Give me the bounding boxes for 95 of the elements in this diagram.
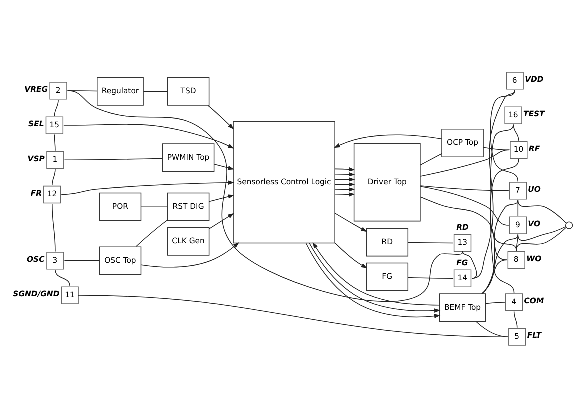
node-box: BEMF Top <box>439 293 486 322</box>
connector <box>514 310 518 328</box>
arrow <box>208 104 234 130</box>
node-label: SGND/GND <box>13 289 60 298</box>
node-box: CLK Gen <box>167 226 210 256</box>
connector <box>78 294 509 337</box>
arrow <box>334 182 356 186</box>
node-box: TSD <box>167 76 210 106</box>
connector <box>420 185 510 191</box>
connector <box>483 146 510 150</box>
node-box: 16 <box>504 106 522 124</box>
connector <box>54 134 56 151</box>
connector <box>472 89 516 278</box>
node-label: OSC <box>27 254 45 264</box>
connector <box>490 124 515 294</box>
node-box: 6 <box>506 72 524 90</box>
node-box: 5 <box>508 328 526 346</box>
node-box: OCP Top <box>442 128 484 157</box>
connector <box>52 203 56 252</box>
node-box: 8 <box>508 250 526 268</box>
connector <box>67 90 464 302</box>
arrow <box>61 180 235 195</box>
node-label: RD <box>456 222 469 232</box>
connector <box>482 199 519 294</box>
connector <box>482 234 519 294</box>
connector <box>408 242 454 244</box>
connector <box>64 260 100 261</box>
node-label: FLT <box>527 330 542 340</box>
connector <box>518 199 567 224</box>
node-label: FR <box>30 188 42 198</box>
node-label: UO <box>528 184 541 194</box>
connector <box>486 302 506 304</box>
node-label: VREG <box>24 84 48 94</box>
node-box: 9 <box>509 216 527 234</box>
connector <box>420 186 510 226</box>
connector <box>408 276 454 278</box>
node-label: VDD <box>525 74 544 84</box>
node-box: 13 <box>454 234 472 252</box>
connector <box>64 158 163 160</box>
node-box: 7 <box>509 182 527 200</box>
node-box: POR <box>99 192 142 221</box>
arrow <box>334 172 356 176</box>
node-box: 4 <box>505 293 524 311</box>
node-box: Driver Top <box>354 142 421 222</box>
arrow <box>209 212 234 229</box>
arrow <box>141 242 240 268</box>
node-box: 2 <box>50 82 68 100</box>
arrow <box>334 187 356 192</box>
node-box: 12 <box>44 185 62 204</box>
connector <box>55 269 70 286</box>
arrow <box>334 166 356 172</box>
arrow <box>214 164 234 170</box>
node-box: FG <box>366 262 409 291</box>
node-box: 15 <box>46 116 64 134</box>
node-box: 10 <box>510 140 528 158</box>
connector <box>420 196 508 260</box>
arrow <box>64 124 234 148</box>
node-box: RST DIG <box>167 192 210 221</box>
node-box: PWMIN Top <box>162 143 215 172</box>
arrow <box>334 177 356 182</box>
node-box: OSC Top <box>99 246 142 275</box>
arrow <box>334 242 368 268</box>
connector <box>420 153 442 166</box>
node-box: 3 <box>46 252 64 270</box>
node-label: SEL <box>28 119 44 128</box>
arrow <box>334 212 368 232</box>
node-label: COM <box>524 296 544 306</box>
arrow <box>334 192 356 196</box>
connector <box>141 206 168 207</box>
node-label: VO <box>528 219 541 228</box>
node-label: WO <box>526 254 542 263</box>
arrow <box>334 134 442 148</box>
connector <box>52 168 56 186</box>
connector <box>54 99 59 116</box>
connector <box>490 158 520 251</box>
connector <box>516 226 567 251</box>
node-circle <box>565 221 574 229</box>
node-box: RD <box>366 228 409 256</box>
connector <box>143 90 168 92</box>
node-box: 11 <box>61 286 79 304</box>
connector <box>136 219 168 247</box>
node-box: 14 <box>454 269 472 287</box>
node-label: RF <box>528 144 540 153</box>
connector <box>482 259 508 294</box>
connector <box>490 89 519 182</box>
node-label: FG <box>456 258 468 268</box>
node-label: VSP <box>28 154 45 163</box>
arrow <box>209 194 234 202</box>
connector <box>518 226 566 241</box>
connector <box>513 124 520 141</box>
node-label: TEST <box>524 109 545 118</box>
node-box: Regulator <box>97 76 144 106</box>
node-box: Sensorless Control Logic <box>233 120 336 244</box>
node-box: 1 <box>46 150 64 168</box>
connector <box>462 250 478 278</box>
